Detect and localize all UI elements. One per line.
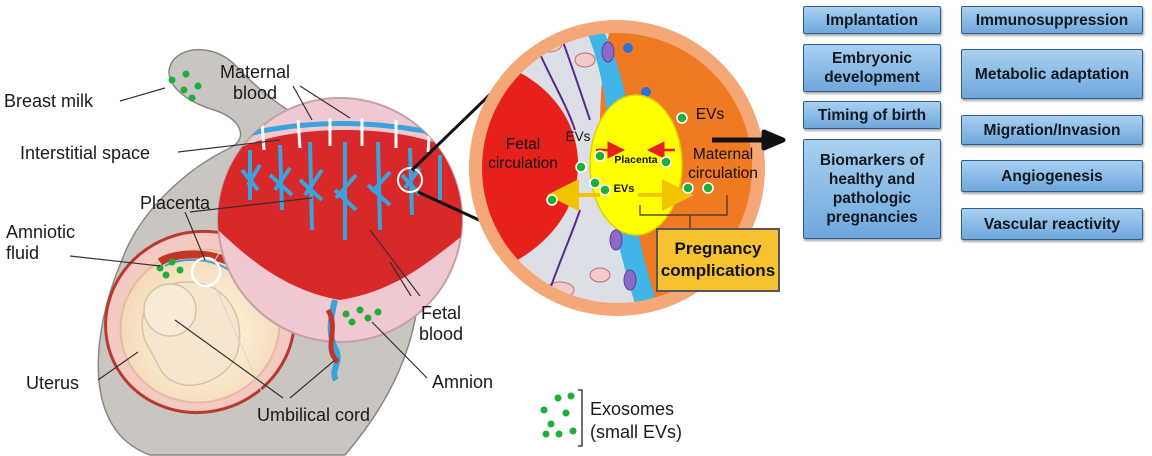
- label-interstitial-space: Interstitial space: [20, 143, 151, 163]
- umbilical-artery: [325, 308, 340, 364]
- box-timing-of-birth-label: Timing of birth: [817, 106, 927, 124]
- box-migration-invasion-label: Migration/Invasion: [983, 121, 1121, 139]
- box-implantation: Implantation: [803, 6, 941, 34]
- box-implantation-label: Implantation: [825, 11, 919, 29]
- fetus-head: [143, 283, 197, 337]
- spiral-arteries: [260, 118, 432, 153]
- box-metabolic-adaptation-label: Metabolic adaptation: [974, 65, 1130, 83]
- decidual-cells: [601, 41, 637, 291]
- outcomes-arrow: [712, 129, 786, 151]
- box-vascular-reactivity: Vascular reactivity: [961, 208, 1143, 240]
- label-fetal-circulation: Fetal circulation: [488, 136, 558, 172]
- placenta-yellow: [589, 94, 683, 236]
- box-timing-of-birth: Timing of birth: [803, 101, 941, 129]
- villous-tree-vessels: [240, 141, 442, 240]
- label-evs-left: EVs: [565, 129, 591, 144]
- label-maternal-circulation: Maternal circulation: [688, 146, 758, 182]
- label-umbilical-cord: Umbilical cord: [257, 405, 371, 425]
- box-angiogenesis-label: Angiogenesis: [1001, 167, 1103, 185]
- box-immunosuppression-label: Immunosuppression: [975, 11, 1129, 29]
- pregnancy-complications-box: Pregnancy complications: [656, 228, 780, 292]
- label-amnion: Amnion: [432, 372, 494, 392]
- label-breast-milk: Breast milk: [4, 91, 94, 111]
- label-placenta-inner: Placenta: [614, 154, 658, 166]
- box-migration-invasion: Migration/Invasion: [961, 115, 1143, 145]
- box-biomarkers: Biomarkers of healthy and pathologic pre…: [803, 139, 941, 239]
- placenta-lens: [217, 97, 463, 382]
- label-amniotic-fluid: Amniotic fluid: [6, 222, 76, 263]
- exosome-legend-icon: [540, 392, 577, 438]
- box-metabolic-adaptation: Metabolic adaptation: [961, 49, 1143, 99]
- box-vascular-reactivity-label: Vascular reactivity: [983, 215, 1121, 233]
- label-uterus: Uterus: [26, 373, 80, 393]
- ev-arrows: [547, 141, 694, 211]
- box-biomarkers-label: Biomarkers of healthy and pathologic pre…: [819, 152, 925, 226]
- fetal-side: [482, 60, 579, 280]
- box-angiogenesis: Angiogenesis: [961, 160, 1143, 192]
- exosome-dots-left: [156, 70, 382, 326]
- label-fetal-blood: Fetal blood: [418, 303, 464, 344]
- label-evs-right: EVs: [695, 106, 725, 123]
- label-evs-center: EVs: [613, 183, 635, 195]
- complication-bracket: [639, 195, 728, 216]
- exosome-legend-bracket: [578, 389, 583, 447]
- placenta-zoom-marker: [190, 256, 222, 288]
- box-embryonic-development: Embryonic development: [803, 44, 941, 92]
- label-exosomes-legend: Exosomes (small EVs): [590, 399, 683, 442]
- villus-zoom-marker: [397, 167, 423, 193]
- box-embryonic-development-label: Embryonic development: [824, 50, 920, 86]
- left-leader-lines: [69, 85, 428, 399]
- exosome-dots-zoom: [546, 112, 714, 206]
- box-immunosuppression: Immunosuppression: [961, 6, 1143, 34]
- label-maternal-blood: Maternal blood: [219, 62, 291, 103]
- label-placenta: Placenta: [140, 193, 211, 213]
